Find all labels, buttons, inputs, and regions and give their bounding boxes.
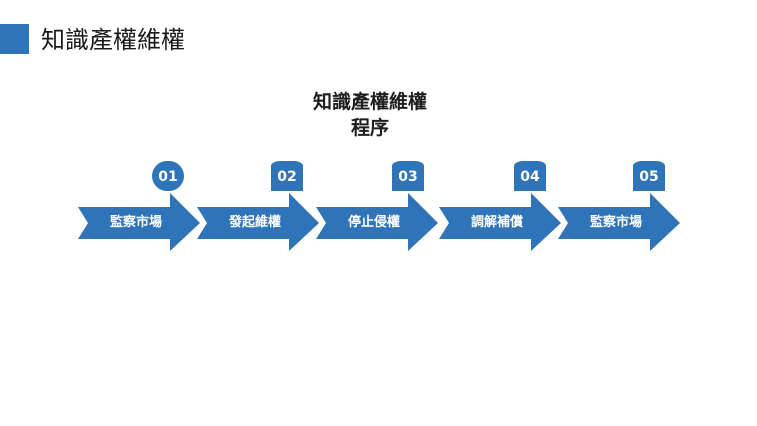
step-label: 調解補償 [470, 215, 523, 230]
slide-title: 知識產權維權 [41, 26, 185, 54]
title-accent-bar [0, 24, 29, 54]
arrow-right-icon [558, 193, 680, 251]
step-number-badge: 02 [271, 161, 303, 191]
step-number-badge: 03 [392, 161, 424, 191]
diagram-subtitle: 程序 [350, 117, 389, 139]
arrow-right-icon [78, 193, 200, 251]
step-label: 發起維權 [228, 215, 281, 230]
process-step-3: 03 停止侵權 [316, 161, 440, 253]
step-label: 停止侵權 [347, 215, 400, 230]
step-label: 監察市場 [109, 215, 162, 230]
arrow-right-icon [197, 193, 319, 251]
arrow-right-icon [439, 193, 561, 251]
process-step-1: 01 監察市場 [78, 161, 202, 253]
step-label: 監察市場 [589, 215, 642, 230]
step-number-badge: 04 [514, 161, 546, 191]
step-number-badge: 05 [633, 161, 665, 191]
arrow-right-icon [316, 193, 438, 251]
process-step-5: 05 監察市場 [558, 161, 682, 253]
process-step-4: 04 調解補償 [439, 161, 563, 253]
process-step-2: 02 發起維權 [197, 161, 321, 253]
diagram-title: 知識產權維權 [312, 91, 427, 113]
step-number-badge: 01 [152, 161, 184, 191]
